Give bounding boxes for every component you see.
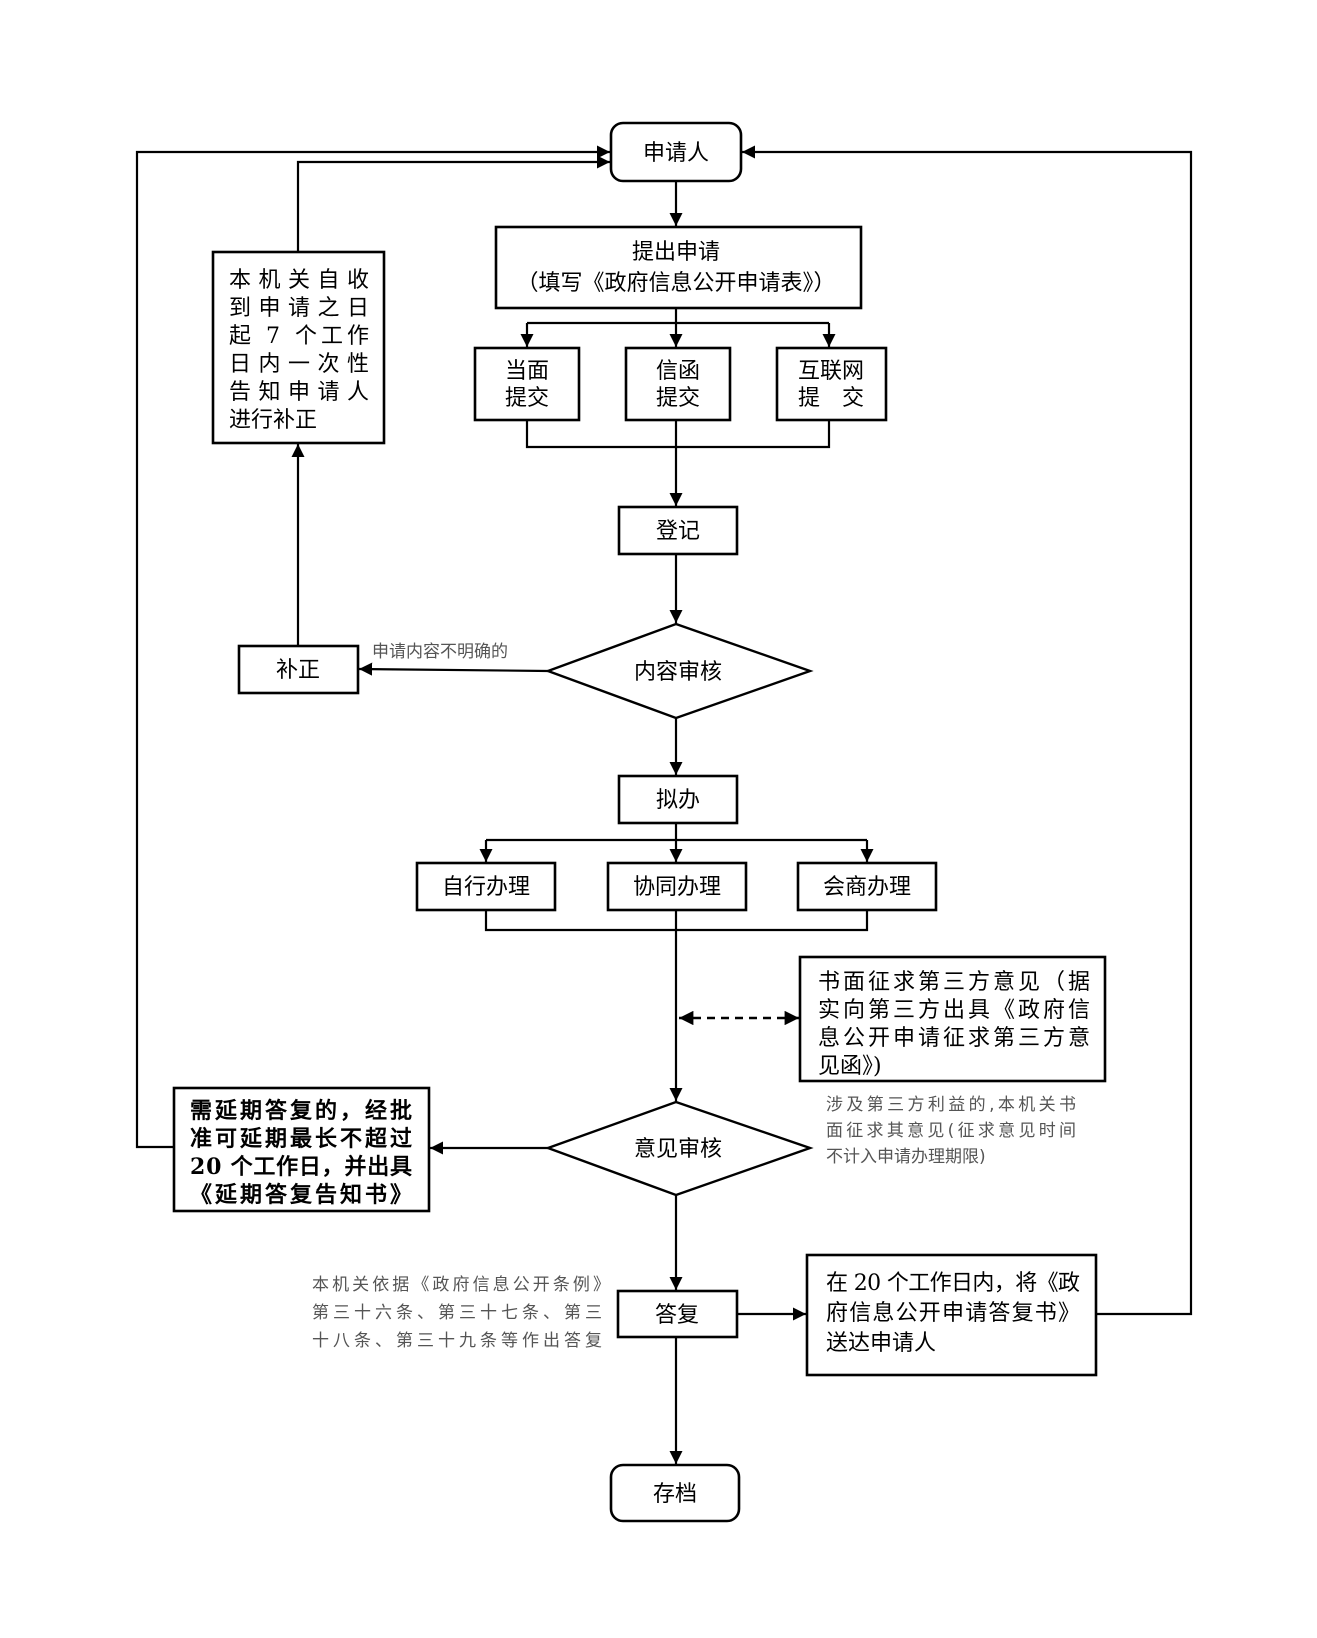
deliver-line-1: 在 20 个工作日内，将《政 — [826, 1271, 1080, 1296]
note-reply-basis: 本机关依据《政府信息公开条例》 第三十六条、第三十七条、第三 十八条、第三十九条… — [312, 1275, 610, 1351]
node-online: 互联网 提 交 — [775, 346, 888, 422]
third-party-line-2: 实向第三方出具《政府信 — [818, 998, 1090, 1023]
node-submit-line-1: 提出申请 — [632, 240, 720, 265]
node-in-person-line-1: 当面 — [505, 359, 549, 384]
node-in-person: 当面 提交 — [473, 346, 581, 422]
third-party-line-4: 见函》) — [818, 1054, 882, 1079]
extension-line-3: 20 个工作日，并出具 — [190, 1154, 412, 1180]
extension-line-4: 《延期答复告知书》 — [190, 1182, 412, 1208]
label-unclear-content: 申请内容不明确的 — [372, 642, 508, 662]
arrow-extension-to-applicant — [135, 145, 610, 1149]
deliver-line-3: 送达申请人 — [826, 1331, 936, 1356]
node-joint-handle-label: 协同办理 — [633, 875, 721, 900]
node-content-review: 内容审核 — [544, 622, 814, 720]
node-submit-application: 提出申请 （填写《政府信息公开申请表》） — [494, 225, 863, 310]
notice-line-2: 到申请之日 — [229, 296, 369, 321]
connectors — [135, 145, 1193, 1464]
node-supplement-notice: 本机关自收 到申请之日 起 7 个工作 日内一次性 告知申请人 进行补正 — [211, 250, 386, 445]
line-channel-merge — [525, 420, 831, 449]
node-opinion-review: 意见审核 — [544, 1100, 814, 1197]
arrow-deliver-to-applicant — [742, 145, 1193, 1316]
notice-line-3: 起 7 个工作 — [229, 324, 369, 349]
node-reply-label: 答复 — [655, 1303, 699, 1328]
note-third-party: 涉及第三方利益的,本机关书 面征求其意见(征求意见时间 不计入申请办理期限) — [826, 1095, 1076, 1167]
node-self-handle-label: 自行办理 — [442, 875, 530, 900]
node-in-person-line-2: 提交 — [505, 386, 549, 411]
node-submit-line-2: （填写《政府信息公开申请表》） — [516, 271, 835, 296]
node-register-label: 登记 — [656, 519, 700, 544]
node-archive: 存档 — [609, 1463, 741, 1523]
notice-line-5: 告知申请人 — [229, 380, 369, 405]
extension-line-2: 准可延期最长不超过 — [190, 1126, 412, 1152]
reply-note-line-1: 本机关依据《政府信息公开条例》 — [312, 1275, 610, 1295]
node-applicant: 申请人 — [609, 121, 743, 183]
node-by-mail-line-1: 信函 — [656, 359, 700, 384]
node-content-review-label: 内容审核 — [634, 660, 722, 685]
node-third-party-opinion: 书面征求第三方意见（据 实向第三方出具《政府信 息公开申请征求第三方意 见函》) — [798, 955, 1107, 1083]
third-party-line-3: 息公开申请征求第三方意 — [818, 1026, 1090, 1051]
node-online-line-1: 互联网 — [798, 359, 864, 384]
node-extension: 需延期答复的，经批 准可延期最长不超过 20 个工作日，并出具 《延期答复告知书… — [172, 1086, 431, 1213]
arrow-notice-to-applicant — [296, 155, 610, 252]
node-supplement-label: 补正 — [276, 658, 320, 683]
reply-note-line-3: 十八条、第三十九条等作出答复 — [312, 1331, 602, 1351]
node-self-handle: 自行办理 — [415, 861, 557, 912]
notice-line-6: 进行补正 — [229, 408, 317, 433]
deliver-line-2: 府信息公开申请答复书》 — [826, 1301, 1080, 1326]
notice-line-4: 日内一次性 — [229, 352, 369, 377]
node-by-mail: 信函 提交 — [624, 346, 732, 422]
third-party-line-1: 书面征求第三方意见（据 — [818, 970, 1090, 995]
node-register: 登记 — [617, 505, 739, 556]
third-party-note-line-2: 面征求其意见(征求意见时间 — [826, 1121, 1076, 1141]
node-draft-label: 拟办 — [656, 788, 700, 813]
node-deliver: 在 20 个工作日内，将《政 府信息公开申请答复书》 送达申请人 — [805, 1253, 1098, 1377]
node-archive-label: 存档 — [653, 1482, 697, 1507]
third-party-note-line-1: 涉及第三方利益的,本机关书 — [826, 1095, 1076, 1115]
node-by-mail-line-2: 提交 — [656, 386, 700, 411]
node-consult-handle-label: 会商办理 — [823, 875, 911, 900]
notice-line-1: 本机关自收 — [229, 268, 369, 293]
node-consult-handle: 会商办理 — [796, 861, 938, 912]
node-opinion-review-label: 意见审核 — [634, 1137, 722, 1162]
node-reply: 答复 — [616, 1289, 739, 1339]
arrow-to-supplement — [358, 662, 549, 676]
node-joint-handle: 协同办理 — [606, 861, 748, 912]
node-draft: 拟办 — [617, 774, 739, 825]
node-online-line-2: 提 交 — [798, 386, 864, 411]
third-party-note-line-3: 不计入申请办理期限) — [826, 1147, 986, 1167]
extension-line-1: 需延期答复的，经批 — [190, 1098, 412, 1124]
node-applicant-label: 申请人 — [643, 141, 709, 166]
node-supplement: 补正 — [237, 644, 360, 695]
reply-note-line-2: 第三十六条、第三十七条、第三 — [312, 1303, 602, 1323]
